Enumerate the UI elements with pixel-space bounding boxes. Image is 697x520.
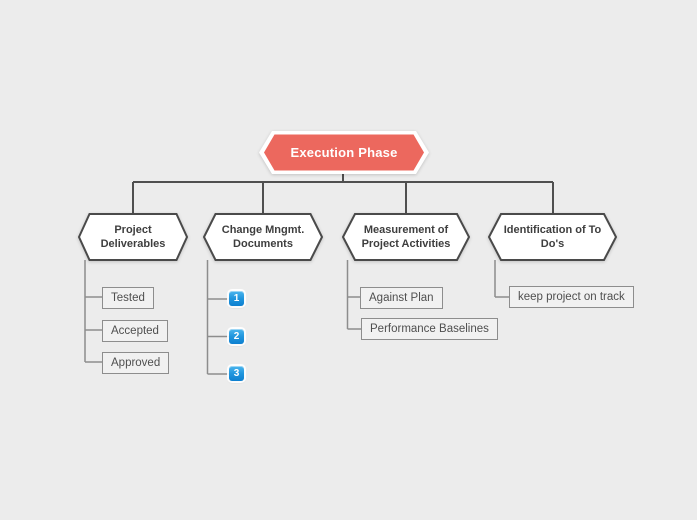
root-label: Execution Phase: [290, 145, 398, 160]
branch-label: Measurement of Project Activities: [361, 224, 451, 250]
numbered-icon-3[interactable]: 3: [229, 366, 244, 381]
hexagon-shape-root: [259, 131, 429, 174]
node-identification-of-to-dos[interactable]: Identification of To Do's: [488, 213, 617, 261]
numbered-icon-2[interactable]: 2: [229, 329, 244, 344]
hexagon-shape: [203, 213, 323, 261]
node-measurement-of-project-activities[interactable]: Measurement of Project Activities: [342, 213, 470, 261]
leaf-approved[interactable]: Approved: [102, 352, 170, 374]
leaf-keep-project-on-track[interactable]: keep project on track: [509, 286, 634, 308]
branch-label: Identification of To Do's: [503, 224, 602, 250]
numbered-icon-1[interactable]: 1: [229, 291, 244, 306]
hexagon-shape: [488, 213, 617, 261]
hexagon-shape: [78, 213, 188, 261]
hexagon-shape: [342, 213, 470, 261]
leaf-tested[interactable]: Tested: [102, 287, 154, 309]
node-execution-phase[interactable]: Execution Phase: [259, 131, 429, 174]
branch-label: Project Deliverables: [100, 224, 166, 250]
node-change-mngmt-documents[interactable]: Change Mngmt. Documents: [203, 213, 323, 261]
node-project-deliverables[interactable]: Project Deliverables: [78, 213, 188, 261]
leaf-against-plan[interactable]: Against Plan: [360, 287, 443, 309]
leaf-performance-baselines[interactable]: Performance Baselines: [361, 318, 498, 340]
branch-label: Change Mngmt. Documents: [221, 224, 305, 250]
leaf-accepted[interactable]: Accepted: [102, 320, 168, 342]
